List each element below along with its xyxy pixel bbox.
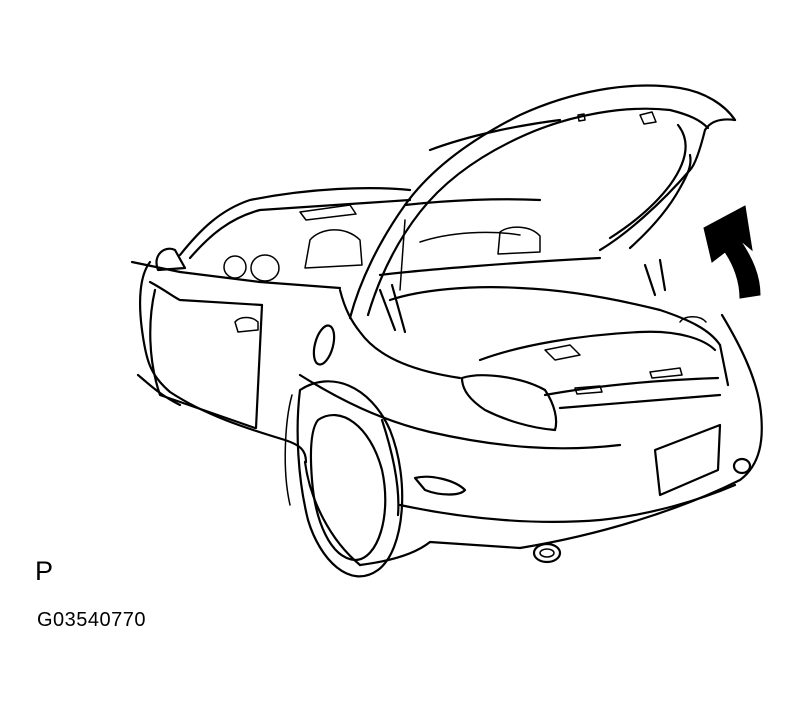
tail-lamp xyxy=(460,374,558,432)
door xyxy=(149,288,264,430)
figure-id-label: G03540770 xyxy=(37,609,147,631)
trunk-struts xyxy=(378,219,407,334)
interior xyxy=(223,226,541,282)
fuel-lid xyxy=(312,324,336,366)
rear-wheel xyxy=(284,380,404,578)
windshield-frame xyxy=(155,187,412,272)
arrow-up-curved-icon xyxy=(703,205,761,299)
car-body xyxy=(130,260,763,567)
license-plate xyxy=(653,423,722,497)
exhaust-tips xyxy=(532,457,752,564)
trunk-opening xyxy=(338,256,730,410)
view-code-label: P xyxy=(35,556,54,586)
rear-reflector xyxy=(413,475,467,496)
trunk-lid-open xyxy=(348,84,737,320)
